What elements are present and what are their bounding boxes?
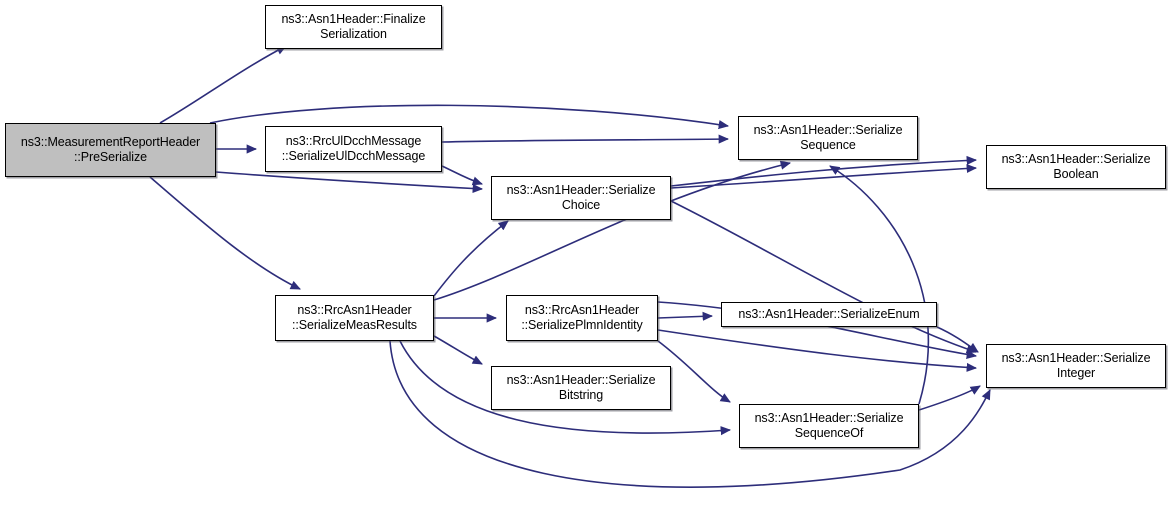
graph-edge-plmn_identity-to-enum <box>657 311 714 321</box>
graph-edge-choice-to-sequence <box>670 155 978 187</box>
graph-node-label: ns3::RrcUlDcchMessage ::SerializeUlDcchM… <box>281 134 426 163</box>
graph-edge-preserialize-to-finalize <box>159 45 287 124</box>
graph-edge-enum-to-integer <box>936 326 979 353</box>
graph-node-choice[interactable]: ns3::Asn1Header::Serialize Choice <box>491 176 671 220</box>
graph-edge-ul_dcch-to-choice <box>441 165 483 186</box>
graph-node-integer[interactable]: ns3::Asn1Header::Serialize Integer <box>986 344 1166 388</box>
graph-node-label: ns3::Asn1Header::SerializeEnum <box>738 307 920 321</box>
graph-node-label: ns3::Asn1Header::Serialize Choice <box>506 183 656 212</box>
graph-node-label: ns3::RrcAsn1Header ::SerializePlmnIdenti… <box>521 303 643 332</box>
graph-node-preserialize[interactable]: ns3::MeasurementReportHeader ::PreSerial… <box>5 123 216 177</box>
graph-edge-meas_results-to-bitstring <box>433 335 483 365</box>
graph-node-plmn_identity[interactable]: ns3::RrcAsn1Header ::SerializePlmnIdenti… <box>506 295 658 341</box>
graph-node-label: ns3::RrcAsn1Header ::SerializeMeasResult… <box>292 303 417 332</box>
graph-edge-meas_results-to-sequence_of <box>399 340 732 436</box>
graph-edge-preserialize-to-meas_results <box>149 176 301 290</box>
graph-edge-sequence_of-to-sequence <box>829 165 930 405</box>
graph-node-label: ns3::MeasurementReportHeader ::PreSerial… <box>20 135 201 164</box>
graph-edge-choice-to-boolean <box>670 163 978 189</box>
graph-node-label: ns3::Asn1Header::Serialize Integer <box>1001 351 1151 380</box>
graph-node-meas_results[interactable]: ns3::RrcAsn1Header ::SerializeMeasResult… <box>275 295 434 341</box>
graph-node-sequence[interactable]: ns3::Asn1Header::Serialize Sequence <box>738 116 918 160</box>
graph-edge-preserialize-to-sequence <box>209 104 730 130</box>
graph-node-boolean[interactable]: ns3::Asn1Header::Serialize Boolean <box>986 145 1166 189</box>
graph-node-enum[interactable]: ns3::Asn1Header::SerializeEnum <box>721 302 937 327</box>
graph-edge-meas_results-to-sequence <box>433 160 792 301</box>
graph-edge-ul_dcch-to-sequence <box>441 134 730 144</box>
graph-edge-sequence_of-to-integer <box>918 385 981 411</box>
graph-node-label: ns3::Asn1Header::Serialize Boolean <box>1001 152 1151 181</box>
graph-edge-meas_results-to-choice <box>433 220 509 297</box>
graph-edge-preserialize-to-choice <box>215 171 484 194</box>
graph-node-ul_dcch[interactable]: ns3::RrcUlDcchMessage ::SerializeUlDcchM… <box>265 126 442 172</box>
graph-edge-meas_results-to-integer <box>389 340 991 488</box>
graph-node-label: ns3::Asn1Header::Serialize Sequence <box>753 123 903 152</box>
graph-edge-plmn_identity-to-sequence_of <box>657 340 731 403</box>
graph-node-label: ns3::Asn1Header::Serialize SequenceOf <box>754 411 904 440</box>
graph-node-label: ns3::Asn1Header::Finalize Serialization <box>281 12 426 41</box>
graph-node-bitstring[interactable]: ns3::Asn1Header::Serialize Bitstring <box>491 366 671 410</box>
graph-node-sequence_of[interactable]: ns3::Asn1Header::Serialize SequenceOf <box>739 404 919 448</box>
graph-edge-choice-to-integer <box>670 200 977 354</box>
graph-node-label: ns3::Asn1Header::Serialize Bitstring <box>506 373 656 402</box>
graph-node-finalize[interactable]: ns3::Asn1Header::Finalize Serialization <box>265 5 442 49</box>
graph-edge-plmn_identity-to-integer2 <box>657 329 978 372</box>
